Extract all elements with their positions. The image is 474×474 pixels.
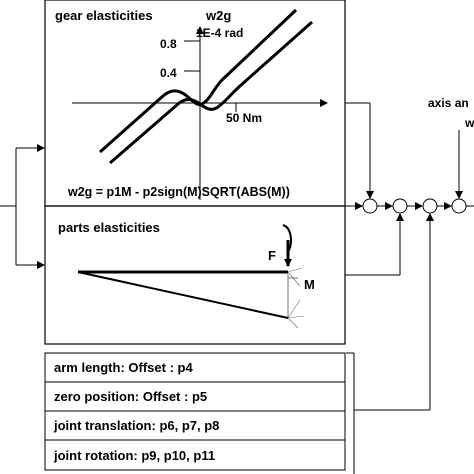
gear-curve-upper <box>99 8 298 154</box>
gear-y-axis-label: w2g <box>205 8 231 23</box>
right-label-w: w <box>464 116 474 130</box>
gear-y-tick-2: 0.4 <box>160 66 177 80</box>
gear-panel-title: gear elasticities <box>55 8 153 23</box>
gear-elasticities-panel: gear elasticities w2g 1E-4 rad 0.8 0.4 5… <box>44 0 346 207</box>
beam-deflected <box>77 271 289 319</box>
gear-curve-lower <box>109 20 313 165</box>
gear-formula: w2g = p1M - p2sign(M)SQRT(ABS(M)) <box>67 185 290 199</box>
param-row-joint-translation: joint translation: p6, p7, p8 <box>53 418 219 433</box>
gear-y-tick-1: 0.8 <box>160 37 177 51</box>
right-label-axis: axis an <box>428 96 469 110</box>
summing-chain <box>345 102 474 411</box>
force-label: F <box>268 248 276 263</box>
parts-panel-title: parts elasticities <box>58 220 160 235</box>
deflection-fan-lines <box>287 267 305 329</box>
parameter-bracket <box>346 352 355 474</box>
moment-label: M <box>304 277 315 292</box>
parameter-table: arm length: Offset : p4 zero position: O… <box>44 352 346 471</box>
parts-elasticities-panel: parts elasticities F M <box>44 205 346 345</box>
gear-y-axis-unit: 1E-4 rad <box>196 26 243 40</box>
param-row-zero-position: zero position: Offset : p5 <box>54 389 207 404</box>
gear-x-axis-label: 50 Nm <box>226 111 262 125</box>
param-row-arm-length: arm length: Offset : p4 <box>54 360 193 375</box>
param-row-joint-rotation: joint rotation: p9, p10, p11 <box>53 448 215 463</box>
input-branch <box>0 144 45 269</box>
